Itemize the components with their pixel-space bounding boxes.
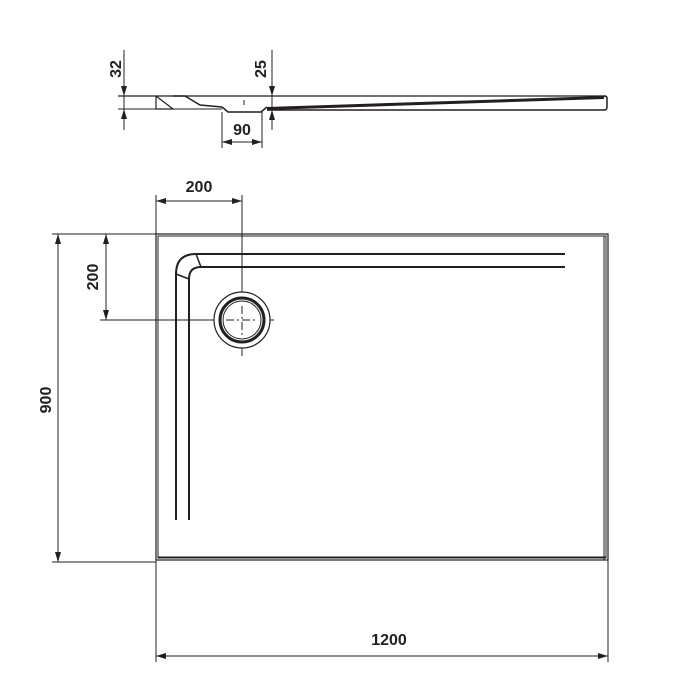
dim-25: 25 (253, 50, 275, 130)
drain-icon (213, 291, 271, 349)
side-view: 32 25 90 (108, 50, 608, 148)
drain-channel (175, 253, 565, 520)
side-profile (118, 95, 608, 113)
dim-90: 90 (221, 112, 263, 148)
dim-32: 32 (108, 50, 127, 130)
dim-1200: 1200 (155, 560, 609, 662)
tray-outline (155, 233, 609, 561)
dim-25-label: 25 (253, 60, 270, 78)
dim-900-label: 900 (38, 387, 55, 414)
dim-200-vertical-label: 200 (85, 264, 102, 291)
dim-200-horizontal-label: 200 (186, 179, 213, 196)
dim-200-vertical: 200 (85, 233, 274, 321)
dim-1200-label: 1200 (371, 632, 407, 649)
dim-32-label: 32 (108, 60, 125, 78)
dim-900: 900 (38, 233, 156, 563)
dim-200-horizontal: 200 (155, 179, 243, 356)
top-view: 200 200 900 1200 (38, 179, 609, 662)
dim-90-label: 90 (233, 122, 251, 139)
